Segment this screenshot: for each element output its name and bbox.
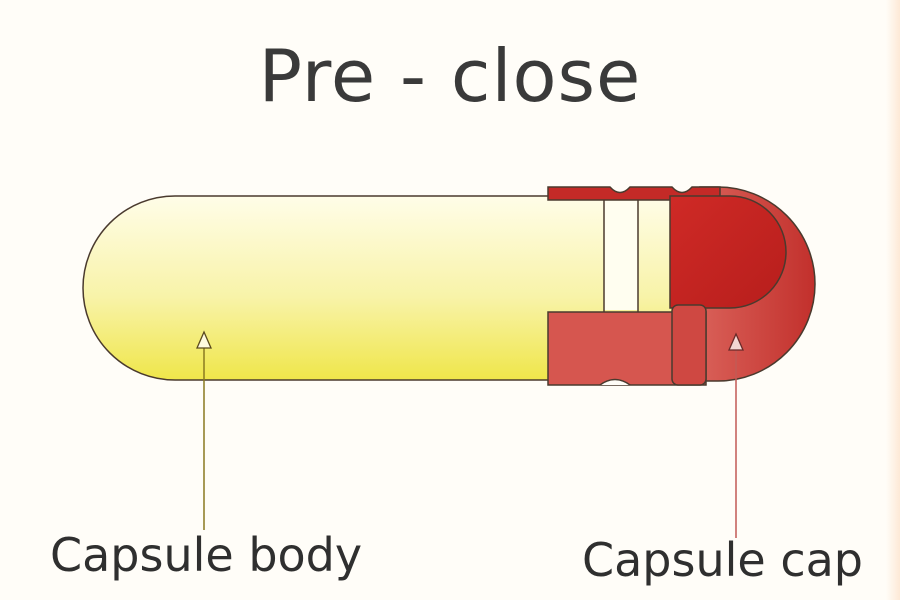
capsule-cap-lower-band [547,311,707,386]
capsule-body-shape [82,195,701,381]
capsule-cap-arrow [728,332,744,538]
body-inner-walls [603,200,639,312]
diagram-title: Pre - close [258,34,642,118]
capsule-cap-dome [669,195,787,309]
capsule-cap-notch [599,378,631,386]
capsule-cap-label: Capsule cap [582,533,864,587]
capsule-cap-lock-ring [671,304,707,386]
page-edge-shading [886,0,900,600]
capsule-body-arrow [196,330,212,530]
capsule-body-label: Capsule body [50,528,363,582]
